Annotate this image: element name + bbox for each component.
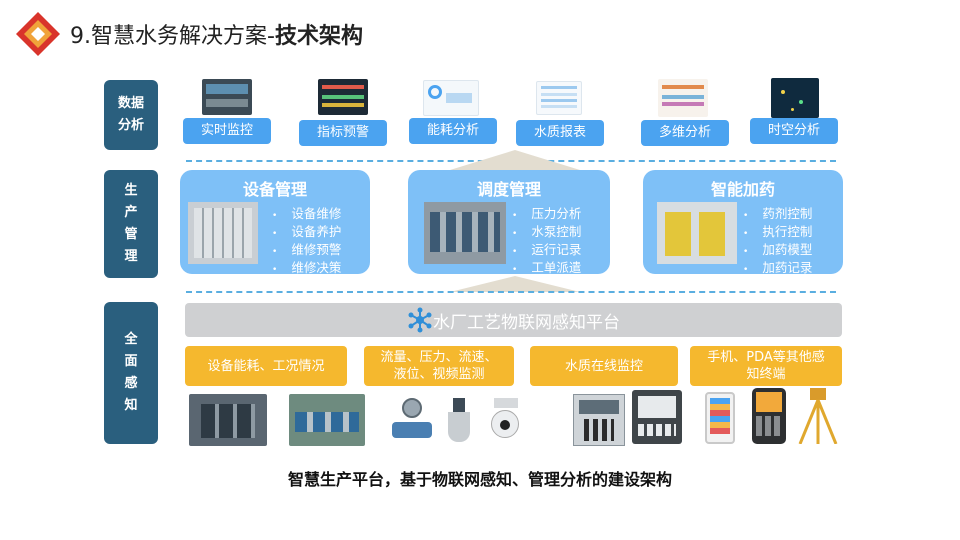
card-device-management: 设备管理 设备维修 设备养护 维修预警 维修决策 bbox=[180, 170, 370, 275]
iot-platform-bar: 水厂工艺物联网感知平台 bbox=[185, 303, 842, 337]
card-title: 调度管理 bbox=[476, 180, 541, 199]
page-title: 9.智慧水务解决方案-技术架构 bbox=[70, 24, 363, 49]
ptz-camera-image bbox=[488, 398, 522, 444]
water-quality-report-image bbox=[536, 81, 582, 115]
dosing-tank-image bbox=[657, 202, 737, 264]
layer-label-perception: 全面感知 bbox=[104, 302, 158, 444]
perception-box-energy: 设备能耗、工况情况 bbox=[185, 346, 347, 386]
card-title: 设备管理 bbox=[242, 180, 307, 199]
list-item: 设备维修 bbox=[272, 206, 341, 224]
layer-label-production: 生产管理 bbox=[104, 170, 158, 278]
analysis-item-quality[interactable]: 水质报表 bbox=[516, 120, 604, 146]
list-item: 加药记录 bbox=[743, 260, 812, 278]
analysis-item-realtime[interactable]: 实时监控 bbox=[183, 118, 271, 144]
layer-label-analysis: 数据分析 bbox=[104, 80, 158, 150]
pump-station-image bbox=[289, 394, 365, 446]
list-item: 执行控制 bbox=[743, 224, 812, 242]
perception-box-quality: 水质在线监控 bbox=[530, 346, 678, 386]
analysis-item-energy[interactable]: 能耗分析 bbox=[409, 118, 497, 144]
analysis-item-multidim[interactable]: 多维分析 bbox=[641, 120, 729, 146]
perception-box-terminals: 手机、PDA等其他感知终端 bbox=[690, 346, 842, 386]
network-hub-icon bbox=[408, 307, 432, 333]
flowmeter-image bbox=[392, 398, 432, 444]
list-item: 设备养护 bbox=[272, 224, 341, 242]
diamond-logo-icon bbox=[16, 12, 60, 56]
multidim-chart-image bbox=[658, 79, 708, 117]
up-arrow-icon bbox=[450, 150, 580, 170]
alert-dashboard-image bbox=[318, 79, 368, 115]
monitoring-room-image bbox=[202, 79, 252, 115]
list-item: 维修预警 bbox=[272, 242, 341, 260]
list-item: 加药模型 bbox=[743, 242, 812, 260]
perception-box-flow: 流量、压力、流速、液位、视频监测 bbox=[364, 346, 514, 386]
card-dispatch-management: 调度管理 压力分析 水泵控制 运行记录 工单派遣 bbox=[408, 170, 610, 275]
pump-room-image bbox=[424, 202, 506, 264]
power-cabinet-image bbox=[189, 394, 267, 446]
smartphone-image bbox=[705, 392, 735, 444]
level-sensor-image bbox=[446, 398, 472, 444]
analysis-item-alert[interactable]: 指标预警 bbox=[299, 120, 387, 146]
analysis-item-spatial[interactable]: 时空分析 bbox=[750, 118, 838, 144]
list-item: 维修决策 bbox=[272, 260, 341, 278]
water-analyzer-image bbox=[573, 394, 625, 446]
platform-label: 水厂工艺物联网感知平台 bbox=[433, 312, 620, 333]
energy-dashboard-image bbox=[423, 80, 479, 116]
up-arrow-icon bbox=[450, 276, 580, 292]
spatiotemporal-map-image bbox=[771, 78, 819, 118]
card-title: 智能加药 bbox=[710, 180, 775, 199]
list-item: 运行记录 bbox=[512, 242, 581, 260]
survey-tripod-image bbox=[798, 388, 838, 444]
control-cabinet-image bbox=[188, 202, 258, 264]
list-item: 药剂控制 bbox=[743, 206, 812, 224]
card-smart-dosing: 智能加药 药剂控制 执行控制 加药模型 加药记录 bbox=[643, 170, 843, 275]
list-item: 工单派遣 bbox=[512, 260, 581, 278]
pda-device-image bbox=[752, 388, 786, 444]
portable-analyzer-image bbox=[632, 390, 682, 444]
list-item: 压力分析 bbox=[512, 206, 581, 224]
diagram-caption: 智慧生产平台，基于物联网感知、管理分析的建设架构 bbox=[287, 470, 672, 489]
layer-divider bbox=[186, 291, 836, 293]
list-item: 水泵控制 bbox=[512, 224, 581, 242]
